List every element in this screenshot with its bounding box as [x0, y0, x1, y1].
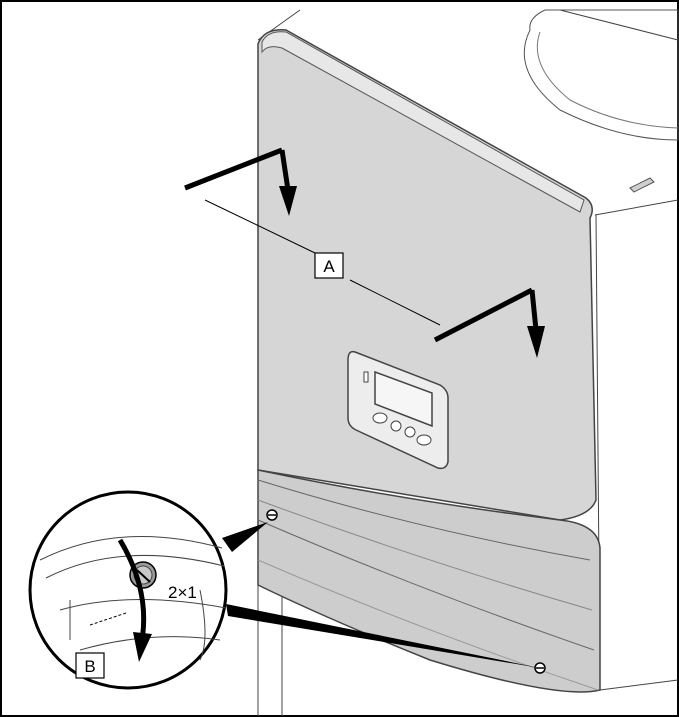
- front-panel: [257, 29, 597, 521]
- label-b-box: [75, 652, 105, 679]
- zoom-connector-top: [222, 522, 268, 552]
- screw-left: [266, 509, 278, 521]
- top-handle: [629, 177, 655, 193]
- label-b: B: [84, 657, 95, 676]
- arrow-a-right: [433, 287, 545, 358]
- control-button-3: [404, 426, 416, 438]
- control-button-2: [390, 420, 402, 432]
- top-opening-inner: [536, 31, 679, 129]
- control-display-screen: [374, 370, 433, 428]
- arrow-a-left: [184, 147, 297, 216]
- control-panel: [347, 350, 449, 470]
- leader-a-left: [204, 199, 316, 254]
- control-button-1: [372, 412, 388, 424]
- quantity-label: 2×1: [168, 583, 197, 602]
- lower-trim: [257, 469, 601, 693]
- rotate-arrow: [117, 538, 152, 662]
- trim-line-4: [257, 559, 599, 691]
- leader-a-right: [349, 279, 441, 326]
- zoom-circle: [28, 490, 228, 690]
- top-opening-outline: [523, 9, 679, 141]
- trim-line-2: [257, 499, 593, 611]
- label-a-box: [314, 252, 344, 279]
- control-button-4: [416, 434, 432, 446]
- label-a: A: [323, 257, 335, 276]
- leader-b: [89, 612, 127, 626]
- control-indicator: [363, 371, 369, 383]
- trim-line-1: [257, 479, 591, 561]
- trim-line-3: [257, 519, 595, 651]
- zoom-connector-bottom: [226, 604, 540, 668]
- front-panel-top-edge: [261, 31, 585, 213]
